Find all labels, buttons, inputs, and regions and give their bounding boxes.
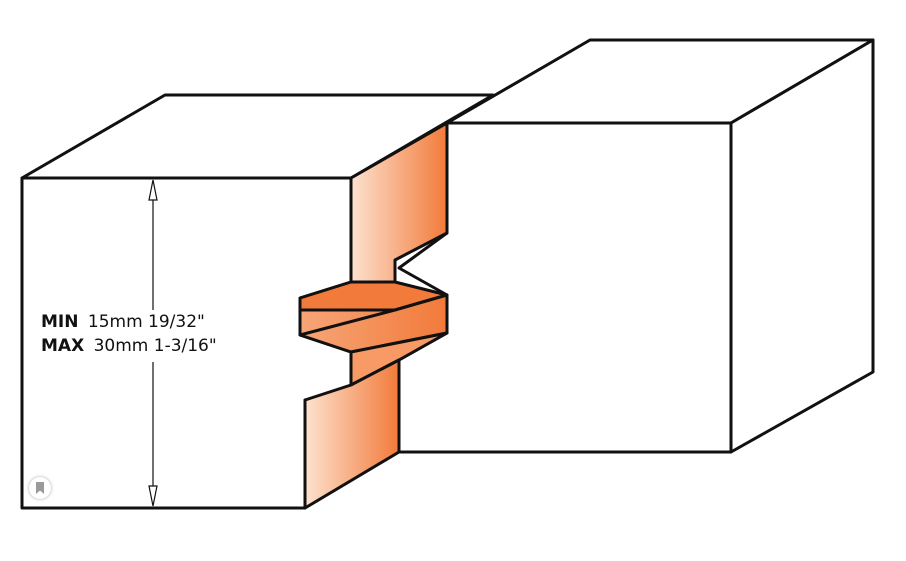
dimension-line [148, 179, 158, 507]
bookmark-icon [36, 482, 44, 494]
dimension-max-value: 30mm 1-3/16" [94, 336, 217, 356]
dimension-arrow-top [148, 179, 158, 201]
dimension-min-text: MIN 15mm 19/32" [41, 312, 205, 332]
tongue-edge-line [299, 308, 396, 337]
dimension-min-label: MIN [41, 312, 78, 332]
right-block [397, 38, 875, 454]
bookmark-button[interactable] [29, 477, 51, 499]
right-block-front-face [397, 121, 733, 454]
profile-cut [298, 121, 449, 510]
lower-profile-face [303, 358, 401, 510]
dimension-min-value: 15mm 19/32" [88, 312, 205, 332]
dimension-max-text: MAX 30mm 1-3/16" [41, 336, 217, 356]
dimension-arrow-bottom [148, 485, 158, 507]
dimension-max-label: MAX [41, 336, 84, 356]
